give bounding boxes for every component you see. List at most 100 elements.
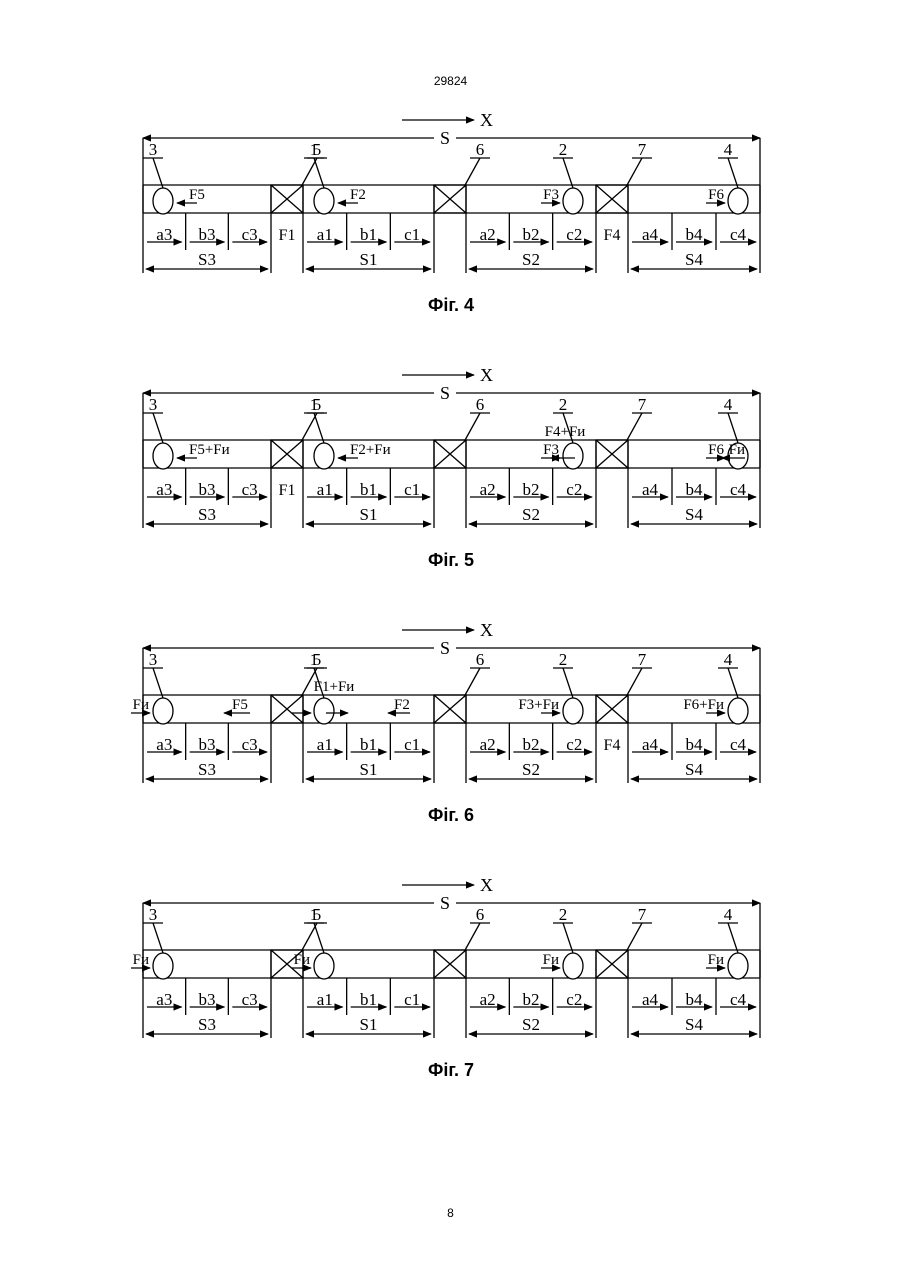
subsection-label: a2 [480,225,496,244]
force-label: Fи [133,952,149,968]
object-ellipse [153,188,173,214]
object-leader-line [563,668,573,698]
object-number: 4 [724,395,733,414]
subsection-label: c2 [566,990,582,1009]
figure-5: XSa3b3c3S3a1b1c1S1a2b2c2S2a4b4c4S45F1673… [143,365,760,570]
subsection-label: b4 [686,735,704,754]
subsection-label: c3 [242,225,258,244]
force-label: F2 [394,697,410,713]
force-label: Fи [708,952,724,968]
x-axis-label: X [480,620,493,640]
object-number: 2 [559,395,568,414]
object-leader-line [728,413,738,443]
figure-caption: Фіг. 7 [428,1060,474,1080]
marker-leader-line [626,668,642,697]
object-leader-line [314,923,324,953]
object-number: 1 [310,650,319,669]
subsection-label: b3 [199,225,216,244]
subsection-label: b1 [360,735,377,754]
force-label: F2 [350,187,366,203]
subsection-label: b2 [523,225,540,244]
subsection-label: b3 [199,735,216,754]
marker-leader-line [301,923,317,952]
subsection-label: c1 [404,480,420,499]
subsection-label: c2 [566,735,582,754]
section-span-label: S4 [685,1015,703,1034]
marker-number: 6 [476,905,485,924]
marker-leader-line [464,158,480,187]
section-span-label: S3 [198,250,216,269]
subsection-label: a4 [642,735,659,754]
section-span-label: S3 [198,1015,216,1034]
object-ellipse [563,953,583,979]
gap-force-label: F1 [279,227,296,244]
section-span-label: S1 [360,250,378,269]
object-ellipse [728,698,748,724]
object-ellipse [563,698,583,724]
section-span-label: S3 [198,760,216,779]
subsection-label: b2 [523,735,540,754]
subsection-label: b4 [686,225,704,244]
subsection-label: a3 [156,735,172,754]
object-ellipse [314,188,334,214]
subsection-label: b3 [199,990,216,1009]
object-leader-line [153,413,163,443]
subsection-label: c2 [566,480,582,499]
section-span-label: S1 [360,760,378,779]
force-label: F6 [708,442,724,458]
subsection-label: c2 [566,225,582,244]
marker-leader-line [464,413,480,442]
object-number: 3 [149,395,158,414]
force-label: F6+Fи [683,697,724,713]
object-leader-line [314,158,324,188]
subsection-label: c4 [730,480,747,499]
object-leader-line [153,158,163,188]
force-label: F5 [189,187,205,203]
total-span-label: S [440,383,450,403]
subsection-label: a4 [642,480,659,499]
object-ellipse [314,698,334,724]
subsection-label: c4 [730,990,747,1009]
subsection-label: b1 [360,225,377,244]
subsection-label: c3 [242,735,258,754]
figure-4: XSa3b3c3S3a1b1c1S1a2b2c2S2a4b4c4S45F167F… [143,110,760,315]
object-number: 4 [724,650,733,669]
marker-leader-line [626,158,642,187]
subsection-label: b3 [199,480,216,499]
subsection-label: b2 [523,480,540,499]
subsection-label: c1 [404,225,420,244]
x-axis-label: X [480,875,493,895]
force-label: Fи [294,952,310,968]
object-ellipse [314,443,334,469]
figure-caption: Фіг. 5 [428,550,474,570]
object-leader-line [563,158,573,188]
subsection-label: c4 [730,735,747,754]
subsection-label: a2 [480,480,496,499]
object-leader-line [728,158,738,188]
subsection-label: a3 [156,225,172,244]
object-number: 1 [310,905,319,924]
force-label: Fи [133,697,149,713]
section-span-label: S2 [522,760,540,779]
force-label: F2+Fи [350,442,391,458]
object-ellipse [314,953,334,979]
marker-leader-line [301,413,317,442]
object-ellipse [153,698,173,724]
object-number: 3 [149,905,158,924]
section-span-label: S4 [685,505,703,524]
subsection-label: b1 [360,480,377,499]
subsection-label: a1 [317,480,333,499]
object-number: 3 [149,140,158,159]
marker-number: 6 [476,395,485,414]
object-ellipse [728,188,748,214]
marker-number: 7 [638,650,647,669]
gap-force-label: F1 [279,482,296,499]
subsection-label: c3 [242,480,258,499]
marker-leader-line [626,923,642,952]
object-leader-line [563,923,573,953]
object-leader-line [728,668,738,698]
total-span-label: S [440,893,450,913]
object-number: 4 [724,905,733,924]
figure-caption: Фіг. 6 [428,805,474,825]
subsection-label: a1 [317,990,333,1009]
